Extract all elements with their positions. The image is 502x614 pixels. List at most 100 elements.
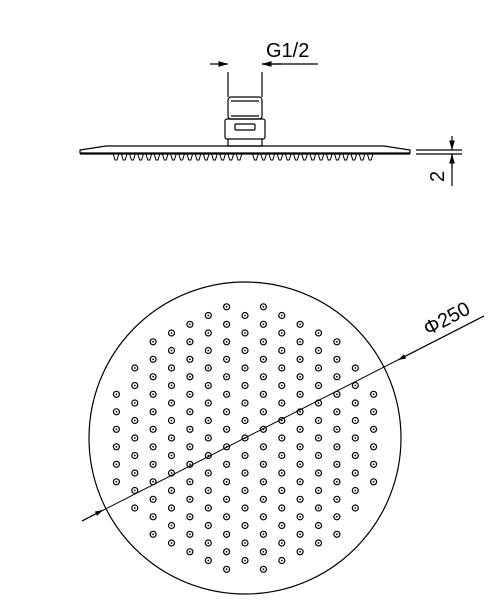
nozzle-hole [314,381,323,390]
nozzle-hole-center [372,445,375,448]
nozzle-hole [333,530,341,538]
thickness-dimension-label: 2 [427,171,449,182]
nozzle-hole [370,478,378,486]
nozzle-hole-center [133,489,136,492]
nozzle-hole-center [336,340,338,343]
nozzle-profile [170,153,177,161]
nozzle-hole-center [336,463,338,466]
nozzle-hole-center [189,428,191,431]
nozzle-hole [278,521,286,530]
nozzle-hole [167,521,176,530]
nozzle-hole-center [317,437,320,439]
nozzle-hole [186,390,194,398]
nozzle-hole-center [336,515,338,518]
nozzle-hole [259,338,267,346]
nozzle-hole [149,390,157,398]
nozzle-hole-center [299,445,301,448]
nozzle-hole-center [299,550,301,553]
nozzle-hole-center [115,463,118,466]
nozzle-hole-center [244,524,246,527]
nozzle-hole-center [262,568,265,571]
nozzle-hole-center [207,507,210,509]
nozzle-profile [178,153,185,161]
nozzle-hole-center [133,454,136,457]
nozzle-hole-center [152,515,155,518]
nozzle-hole-center [170,542,173,544]
nozzle-hole [204,434,212,442]
nozzle-profile [202,153,210,161]
nozzle-hole-center [317,489,320,492]
nozzle-hole [370,443,378,451]
nozzle-hole [259,355,267,363]
nozzle-hole [167,381,176,390]
nozzle-hole-center [133,384,136,387]
nozzle-hole-center [225,375,228,378]
nozzle-hole-center [262,340,265,343]
nozzle-hole-center [262,463,265,466]
nozzle-hole-center [189,358,191,361]
nozzle-hole-center [317,542,320,544]
nozzle-hole [131,399,139,407]
nozzle-hole [204,521,212,530]
nozzle-hole-center [207,489,210,492]
nozzle-hole [186,513,194,521]
nozzle-hole [131,434,139,442]
nozzle-profile [112,153,120,161]
nozzle-hole-center [280,437,283,439]
nozzle-hole-center [280,454,283,457]
nozzle-hole [223,565,231,573]
nozzle-hole-center [372,393,375,396]
nozzle-hole [204,381,212,390]
nozzle-hole [131,469,139,477]
nozzle-hole [314,539,323,547]
nozzle-hole-center [207,559,210,562]
nozzle-hole [370,390,378,398]
nozzle-hole [223,303,231,311]
nozzle-hole [314,469,323,477]
nozzle-hole-center [299,358,301,361]
nozzle-hole [186,495,194,503]
nozzle-hole-center [115,428,118,431]
nozzle-hole-center [354,489,357,492]
nozzle-hole [333,425,341,433]
nozzle-hole [296,390,304,398]
nozzle-hole [314,329,323,337]
nozzle-hole [278,364,286,372]
nozzle-hole [241,381,249,390]
nozzle-hole [223,460,231,468]
nozzle-hole [149,425,157,433]
nozzle-hole-center [354,384,357,387]
nozzle-profile [268,153,276,161]
nozzle-hole [296,460,304,468]
nozzle-hole [333,478,341,486]
nozzle-hole [131,486,139,495]
nozzle-hole [223,478,231,486]
nozzle-hole [370,425,378,433]
nozzle-hole-center [244,472,246,474]
nozzle-profile [252,153,259,161]
nozzle-hole-center [189,515,191,518]
nozzle-hole-center [207,384,210,387]
nozzle-hole-center [280,332,283,334]
nozzle-hole-center [244,384,246,387]
nozzle-hole [241,346,249,355]
nozzle-hole [186,338,194,346]
nozzle-hole [351,434,359,442]
nozzle-hole [333,355,341,363]
nozzle-hole [296,425,304,433]
nozzle-profile [260,153,267,161]
nozzle-hole [223,355,231,363]
nozzle-hole-center [225,568,228,571]
nozzle-profile [120,153,128,161]
nozzle-hole [241,504,249,512]
nozzle-hole [296,320,304,328]
nozzle-hole-center [225,340,228,343]
nozzle-hole [351,399,359,407]
nozzle-hole-center [152,375,155,378]
nozzle-hole [296,478,304,486]
nozzle-hole-center [262,480,265,483]
nozzle-hole-center [207,402,210,404]
nozzle-profile [137,153,144,161]
nozzle-hole [314,416,323,425]
nozzle-hole [131,504,139,512]
